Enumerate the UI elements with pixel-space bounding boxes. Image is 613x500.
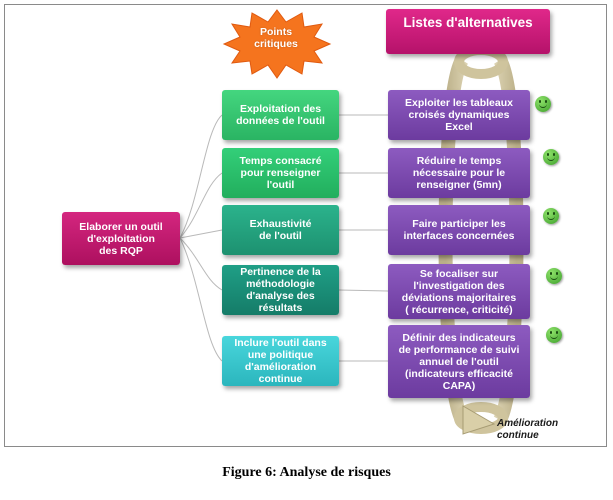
alternative-label: Faire participer les interfaces concerné… (403, 218, 515, 242)
alternative-box: Définir des indicateurs de performance d… (388, 325, 530, 398)
figure-caption: Figure 6: Analyse de risques (222, 465, 391, 480)
critical-point-label: Inclure l'outil dans une politique d'amé… (234, 337, 327, 385)
alternative-box: Réduire le temps nécessaire pour le rens… (388, 148, 530, 198)
connector-root-criterion-4 (179, 237, 223, 362)
critical-point-box: Exploitation des données de l'outil (222, 90, 339, 140)
connector-criterion-alt-3 (338, 289, 389, 292)
improvement-loop-arrowhead (462, 405, 496, 435)
alternative-label: Se focaliser sur l'investigation des dév… (401, 267, 517, 316)
root-objective-box: Elaborer un outil d'exploitation des RQP (62, 212, 180, 265)
critical-point-box: Pertinence de la méthodologie d'analyse … (222, 265, 339, 315)
connector-root-criterion-0 (179, 114, 223, 239)
alternatives-header: Listes d'alternatives (386, 9, 550, 54)
alternatives-header-label: Listes d'alternatives (403, 15, 533, 30)
critical-point-label: Exhaustivité de l'outil (249, 218, 312, 242)
critical-point-box: Exhaustivité de l'outil (222, 205, 339, 255)
smiley-icon (543, 208, 559, 224)
alternative-box: Faire participer les interfaces concerné… (388, 205, 530, 255)
smiley-icon (546, 327, 562, 343)
alternative-label: Exploiter les tableaux croisés dynamique… (405, 97, 513, 133)
alternative-label: Réduire le temps nécessaire pour le rens… (412, 155, 506, 191)
alternative-box: Se focaliser sur l'investigation des dév… (388, 264, 530, 319)
critical-point-box: Inclure l'outil dans une politique d'amé… (222, 336, 339, 386)
critical-point-label: Exploitation des données de l'outil (236, 103, 325, 127)
smiley-icon (535, 96, 551, 112)
alternative-label: Définir des indicateurs de performance d… (398, 331, 520, 392)
critical-point-label: Temps consacré pour renseigner l'outil (239, 155, 322, 191)
smiley-icon (543, 149, 559, 165)
root-objective-label: Elaborer un outil d'exploitation des RQP (79, 220, 163, 257)
critical-point-box: Temps consacré pour renseigner l'outil (222, 148, 339, 198)
alternative-box: Exploiter les tableaux croisés dynamique… (388, 90, 530, 140)
continuous-improvement-label: Amélioration continue (497, 418, 559, 441)
connector-root-criterion-2 (179, 229, 223, 239)
connector-root-criterion-3 (179, 237, 223, 291)
improvement-loop-bottom (454, 402, 508, 434)
critical-points-label: Points critiques (254, 26, 298, 50)
critical-points-burst (222, 9, 332, 79)
connector-root-criterion-1 (179, 172, 223, 239)
critical-point-label: Pertinence de la méthodologie d'analyse … (240, 266, 321, 314)
smiley-icon (546, 268, 562, 284)
